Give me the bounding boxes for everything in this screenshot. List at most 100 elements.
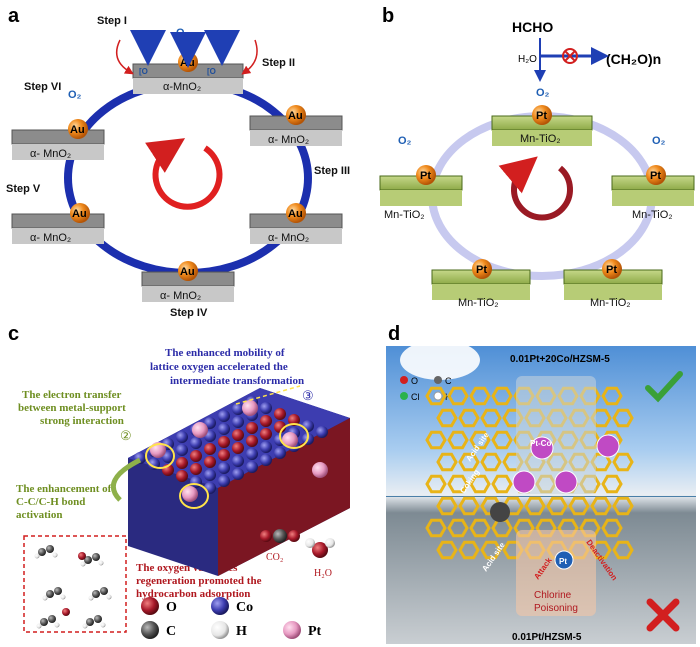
svg-text:intermediate transformation: intermediate transformation xyxy=(170,375,304,387)
metal-au: Au xyxy=(180,57,195,69)
support-label: α- MnO₂ xyxy=(268,232,309,244)
metal-pt: Pt xyxy=(536,110,547,122)
surface-unit-right-upper: Au α- MnO₂ xyxy=(249,105,343,146)
pt-co-label: Pt-Co xyxy=(530,439,551,448)
panel-b: b HCHO H₂O (CH₂O)n Pt Mn-TiO₂ O₂ Pt Mn-T… xyxy=(379,5,695,309)
svg-text:The enhancement of: The enhancement of xyxy=(16,483,112,495)
co2-molecule: CO₂ xyxy=(260,529,300,563)
cycle-arrow xyxy=(498,156,573,221)
svg-text:H₂O: H₂O xyxy=(314,568,332,579)
panel-b-letter: b xyxy=(382,5,394,27)
svg-text:between metal-support: between metal-support xyxy=(18,402,126,414)
hydrocarbon-molecules xyxy=(34,545,112,629)
panel-a-letter: a xyxy=(8,5,20,27)
svg-text:strong interaction: strong interaction xyxy=(40,415,124,427)
marker-2: ② xyxy=(120,428,132,443)
check-icon xyxy=(645,371,683,403)
surface-unit-right-lower: Au α- MnO₂ xyxy=(249,203,343,244)
text-enhance: The enhancement of C-C/C-H bond activati… xyxy=(16,483,112,521)
hcho-label: HCHO xyxy=(512,19,553,35)
o2-label: O₂ xyxy=(536,87,550,99)
svg-text:O: O xyxy=(411,376,418,386)
surface-unit-top: Au [O [O α-MnO₂ O₂ xyxy=(115,27,258,94)
metal-au: Au xyxy=(180,266,195,278)
support-label: α- MnO₂ xyxy=(30,148,71,160)
metal-pt: Pt xyxy=(420,170,431,182)
support-label: Mn-TiO₂ xyxy=(520,133,561,145)
legend-swatch-co xyxy=(211,597,229,615)
chlorine-region xyxy=(516,530,596,616)
svg-text:The enhanced mobility of: The enhanced mobility of xyxy=(165,347,285,359)
legend-label-co: Co xyxy=(236,600,253,615)
hydrocarbon-box xyxy=(23,535,127,633)
panel-d: d 0.01Pt+20Co/HZSM-5 0.01Pt/HZSM-5 O C C… xyxy=(386,323,696,644)
step-3: Step III xyxy=(314,165,350,177)
svg-text:CO₂: CO₂ xyxy=(266,552,283,563)
metal-pt: Pt xyxy=(650,170,661,182)
o2-label: O₂ xyxy=(176,27,190,39)
step-5: Step V xyxy=(6,183,41,195)
metal-au: Au xyxy=(72,208,87,220)
chlorine-label-2: Poisoning xyxy=(534,603,578,614)
svg-text:hydrocarbon adsorption: hydrocarbon adsorption xyxy=(136,588,250,600)
legend-swatch-o xyxy=(141,597,159,615)
legend-swatch-pt xyxy=(283,621,301,639)
step-6: Step VI xyxy=(24,81,61,93)
panel-c-letter: c xyxy=(8,323,19,345)
support-label: α- MnO₂ xyxy=(30,232,71,244)
step-4: Step IV xyxy=(170,307,208,319)
bottom-catalyst-label: 0.01Pt/HZSM-5 xyxy=(512,632,582,643)
o2-label: O₂ xyxy=(68,89,82,101)
support-label: Mn-TiO₂ xyxy=(384,209,425,221)
text-electron: The electron transfer between metal-supp… xyxy=(18,389,126,427)
svg-text:C-C/C-H bond: C-C/C-H bond xyxy=(16,496,85,508)
cycle-arrow xyxy=(145,138,223,210)
panel-d-letter: d xyxy=(388,323,400,345)
svg-text:regeneration promoted the: regeneration promoted the xyxy=(136,575,262,587)
step-1: Step I xyxy=(97,15,127,27)
surface-unit-bottom: Au α- MnO₂ xyxy=(141,261,235,302)
svg-text:C: C xyxy=(445,376,452,386)
pt-label: Pt xyxy=(559,557,567,566)
support-label: α- MnO₂ xyxy=(268,134,309,146)
panel-a: a Au [O [O α-MnO₂ O₂ Step I Step II Step… xyxy=(6,5,350,319)
support-label: Mn-TiO₂ xyxy=(632,209,673,221)
top-region xyxy=(516,376,596,494)
surface-unit-left-lower: Au α- MnO₂ xyxy=(11,203,105,244)
pt-unit-top: Pt Mn-TiO₂ O₂ xyxy=(491,87,593,146)
top-catalyst-label: 0.01Pt+20Co/HZSM-5 xyxy=(510,354,610,365)
legend-label-h: H xyxy=(236,624,247,639)
metal-au: Au xyxy=(70,124,85,136)
h2o-molecule: H₂O xyxy=(305,538,335,579)
cycle-ring xyxy=(64,79,312,277)
lattice-o: [O xyxy=(207,67,216,76)
metal-pt: Pt xyxy=(606,264,617,276)
polymer-label: (CH₂O)n xyxy=(606,51,661,67)
support-label: α- MnO₂ xyxy=(160,290,201,302)
pt-unit-left: Pt Mn-TiO₂ O₂ xyxy=(379,135,463,221)
panel-c: c The enhanced mobility of lattice oxyge… xyxy=(8,323,350,639)
legend-swatch-h xyxy=(211,621,229,639)
pt-unit-bottom-right: Pt Mn-TiO₂ xyxy=(563,259,663,309)
support-label: α-MnO₂ xyxy=(163,81,201,93)
crystal-block xyxy=(128,388,350,576)
metal-au: Au xyxy=(288,208,303,220)
pt-unit-bottom-left: Pt Mn-TiO₂ xyxy=(431,259,531,309)
legend-swatch-c xyxy=(141,621,159,639)
metal-pt: Pt xyxy=(476,264,487,276)
step-2: Step II xyxy=(262,57,295,69)
cross-icon xyxy=(646,598,680,632)
chlorine-label-1: Chlorine xyxy=(534,590,572,601)
water-label: H₂O xyxy=(518,54,537,65)
blocked-icon xyxy=(562,48,578,64)
pt-unit-right: Pt Mn-TiO₂ O₂ xyxy=(611,135,695,221)
legend-label-c: C xyxy=(166,624,176,639)
text-mobility: The enhanced mobility of lattice oxygen … xyxy=(150,347,304,387)
support-label: Mn-TiO₂ xyxy=(458,297,499,309)
legend-label-pt: Pt xyxy=(308,624,322,639)
marker-3: ③ xyxy=(302,388,314,403)
svg-text:activation: activation xyxy=(16,509,62,521)
lattice-o: [O xyxy=(139,67,148,76)
metal-au: Au xyxy=(288,110,303,122)
